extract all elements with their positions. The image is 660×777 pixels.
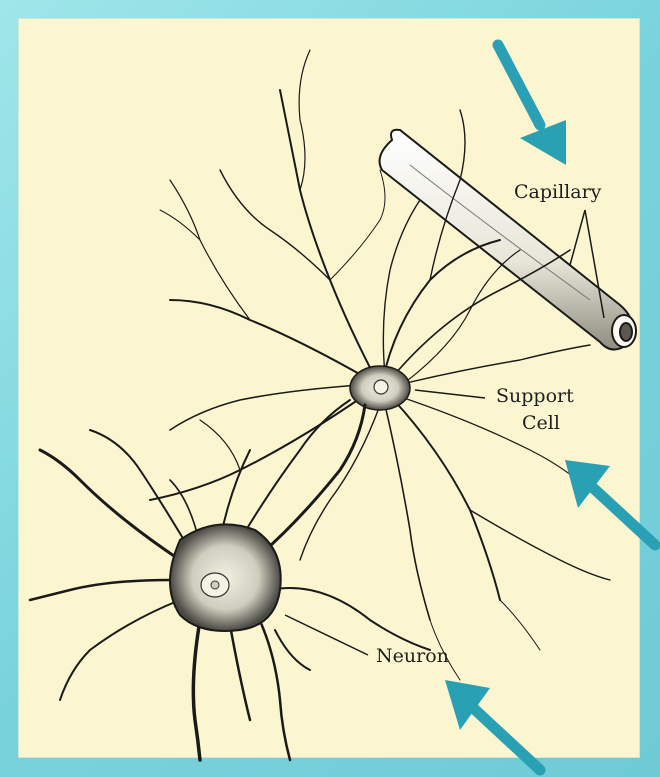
label-support: Support <box>496 385 574 407</box>
neuron-cell-body <box>170 524 281 631</box>
arrow-capillary <box>498 45 566 165</box>
label-neuron: Neuron <box>376 645 449 667</box>
arrow-support-cell <box>565 460 655 545</box>
label-capillary: Capillary <box>514 181 602 203</box>
support-cell-body <box>350 366 410 410</box>
arrow-neuron <box>445 680 540 770</box>
label-cell: Cell <box>522 412 560 434</box>
capillary-vessel <box>380 130 636 350</box>
